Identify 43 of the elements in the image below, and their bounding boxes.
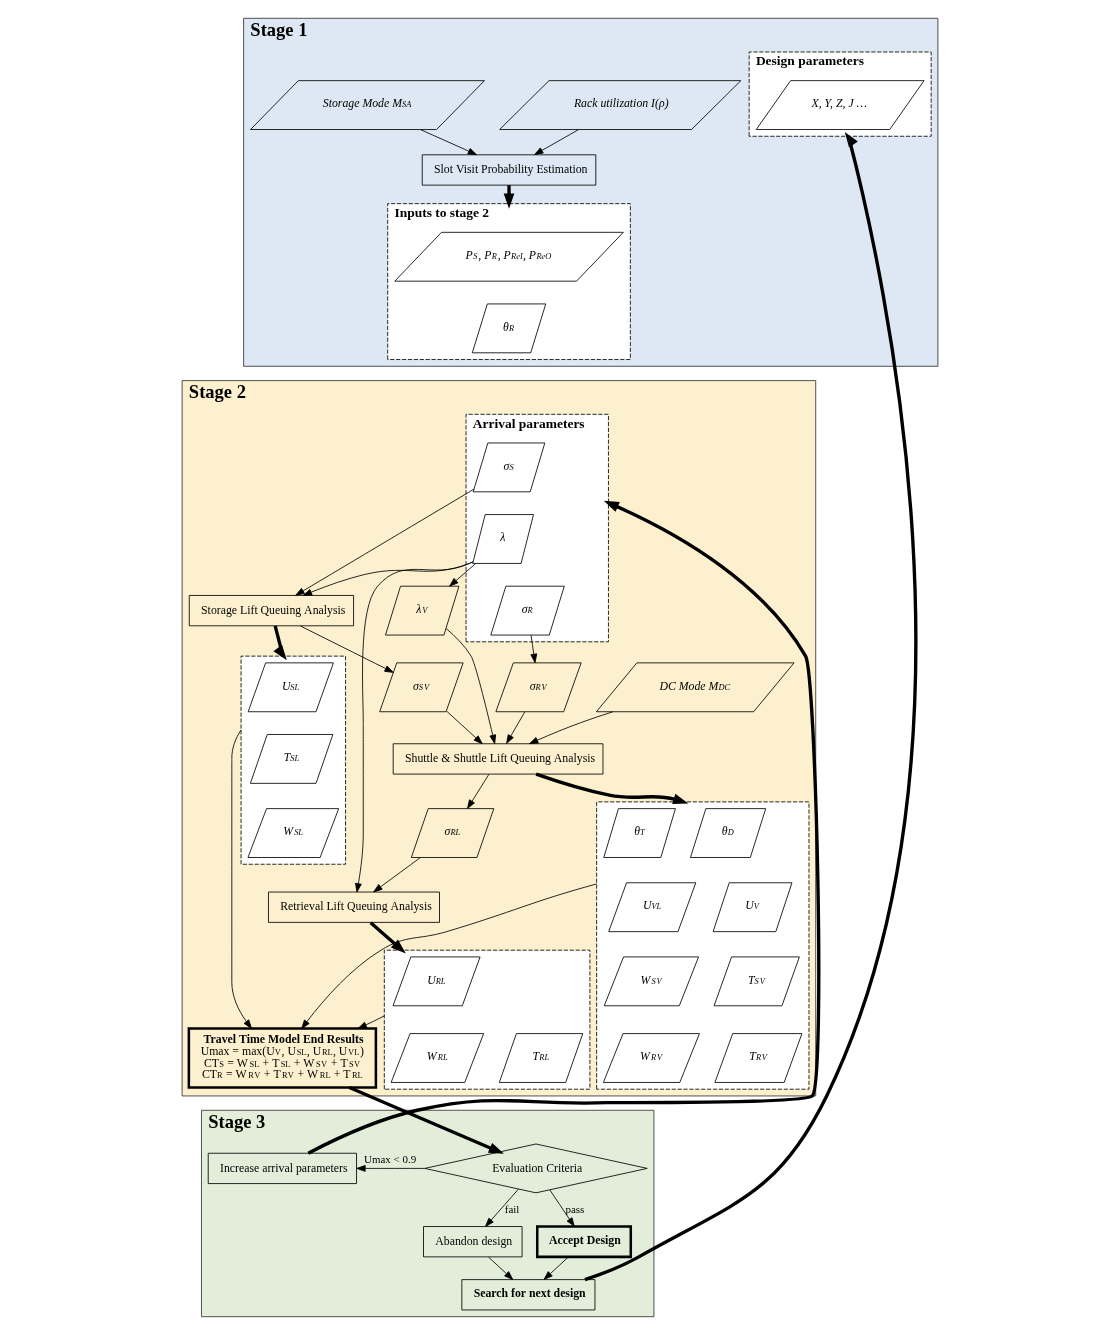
arrow <box>230 729 252 1029</box>
node-box: Abandon design <box>422 1226 522 1258</box>
arrow <box>419 129 477 156</box>
node-box: Retrieval Lift Queuing Analysis <box>267 891 440 923</box>
arrow <box>505 711 525 744</box>
arrow <box>299 625 394 673</box>
arrow <box>307 500 820 1155</box>
arrow <box>445 710 483 745</box>
cluster <box>383 949 590 1090</box>
node-box: Increase arrival parameters <box>207 1152 357 1184</box>
arrow <box>533 129 579 156</box>
arrow <box>466 774 489 809</box>
cluster <box>595 801 809 1090</box>
arrow <box>484 1188 519 1227</box>
node-box: Slot Visit Probability Estimation <box>421 154 596 186</box>
node-box: Travel Time Model End Results Umax = max(UV, USL, URL, UVL) CTS = WSL + TSL + WSV + TSV CTR = WRV + TRV + WRL + TRL <box>187 1027 377 1089</box>
arrow <box>357 1015 385 1029</box>
arrow <box>548 1189 575 1227</box>
arrow <box>300 883 597 1029</box>
node-box: Search for next design <box>460 1279 595 1311</box>
node-box: Shuttle & Shuttle Lift Queuing Analysis <box>392 743 603 775</box>
arrow <box>348 1086 504 1154</box>
arrow <box>272 625 287 661</box>
arrow <box>369 921 406 954</box>
arrow <box>354 561 473 893</box>
arrow <box>355 1165 425 1172</box>
node-box: Accept Design <box>535 1225 632 1259</box>
edge-label: pass <box>564 1202 584 1215</box>
arrow <box>445 628 496 744</box>
arrow <box>543 1256 569 1280</box>
arrow <box>372 857 421 893</box>
node-box: Storage Lift Queuing Analysis <box>188 595 354 627</box>
cluster <box>240 655 346 865</box>
arrow <box>535 772 688 804</box>
arrow <box>503 185 514 209</box>
arrow <box>530 634 537 664</box>
edge-label: fail <box>504 1202 519 1215</box>
arrow <box>294 488 474 596</box>
arrow <box>487 1256 513 1280</box>
edge-label: Umax < 0.9 <box>363 1152 416 1165</box>
arrow <box>448 563 476 587</box>
arrow <box>583 132 917 1282</box>
arrow <box>528 711 613 745</box>
